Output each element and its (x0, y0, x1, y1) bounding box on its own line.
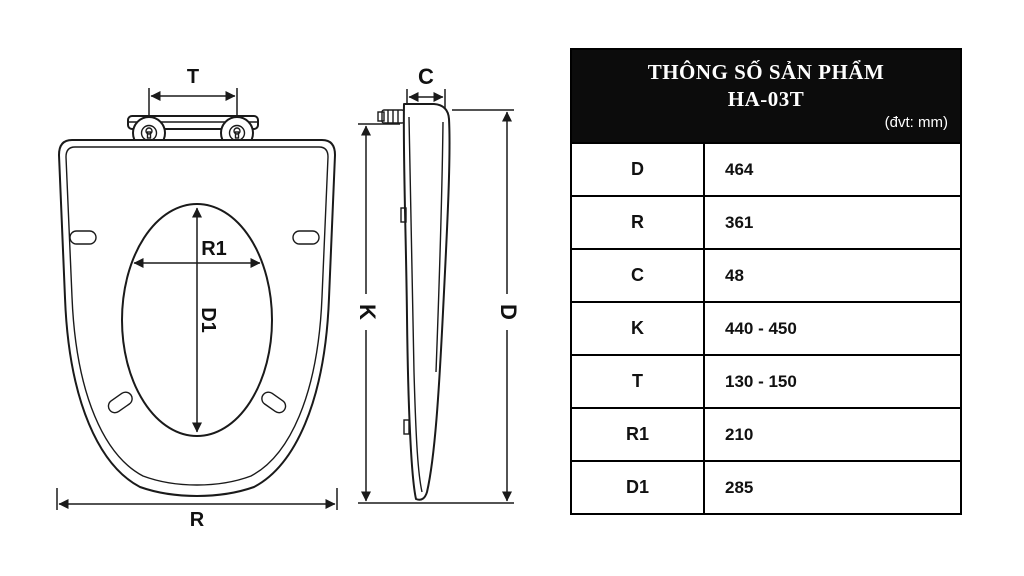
spec-table-header: THÔNG SỐ SẢN PHẨM HA-03T (đvt: mm) (572, 50, 960, 142)
spec-title: THÔNG SỐ SẢN PHẨM (647, 60, 885, 84)
dim-label-k: K (355, 304, 380, 320)
spec-row-d1: D1 285 (572, 460, 960, 513)
spec-row-value: 210 (725, 424, 754, 444)
spec-row-value: 440 - 450 (725, 318, 797, 338)
spec-row-label: R1 (572, 409, 705, 460)
side-view-drawing: C K D (355, 64, 521, 504)
spec-row-value: 285 (725, 477, 754, 497)
dim-label-d: D (496, 304, 521, 320)
dim-label-d1: D1 (197, 307, 219, 333)
dimension-k: K (355, 123, 514, 504)
seat-profile (377, 103, 451, 501)
spec-row-label: D1 (572, 462, 705, 513)
spec-row-c: C 48 (572, 248, 960, 301)
spec-row-value: 130 - 150 (725, 371, 797, 391)
spec-row-d: D 464 (572, 142, 960, 195)
dim-label-t: T (187, 66, 199, 88)
spec-row-k: K 440 - 450 (572, 301, 960, 354)
dimension-t: T (148, 66, 238, 115)
spec-row-label: K (572, 303, 705, 354)
spec-row-value: 361 (725, 212, 754, 232)
dimension-d: D (452, 109, 521, 502)
dim-label-r: R (190, 509, 205, 528)
spec-table: THÔNG SỐ SẢN PHẨM HA-03T (đvt: mm) D 464… (570, 48, 962, 515)
spec-row-value: 48 (725, 265, 744, 285)
spec-unit-note: (đvt: mm) (884, 114, 948, 131)
dimension-d1: D1 (192, 207, 219, 433)
spec-row-label: C (572, 250, 705, 301)
dimension-r: R (56, 488, 338, 528)
dim-label-c: C (418, 64, 434, 89)
spec-row-r1: R1 210 (572, 407, 960, 460)
spec-row-label: T (572, 356, 705, 407)
top-view-drawing: T R1 (56, 66, 338, 528)
spec-row-r: R 361 (572, 195, 960, 248)
spec-row-t: T 130 - 150 (572, 354, 960, 407)
spec-model: HA-03T (727, 87, 805, 111)
spec-row-label: R (572, 197, 705, 248)
spec-row-value: 464 (725, 159, 754, 179)
spec-row-label: D (572, 144, 705, 195)
dim-label-r1: R1 (201, 238, 227, 260)
